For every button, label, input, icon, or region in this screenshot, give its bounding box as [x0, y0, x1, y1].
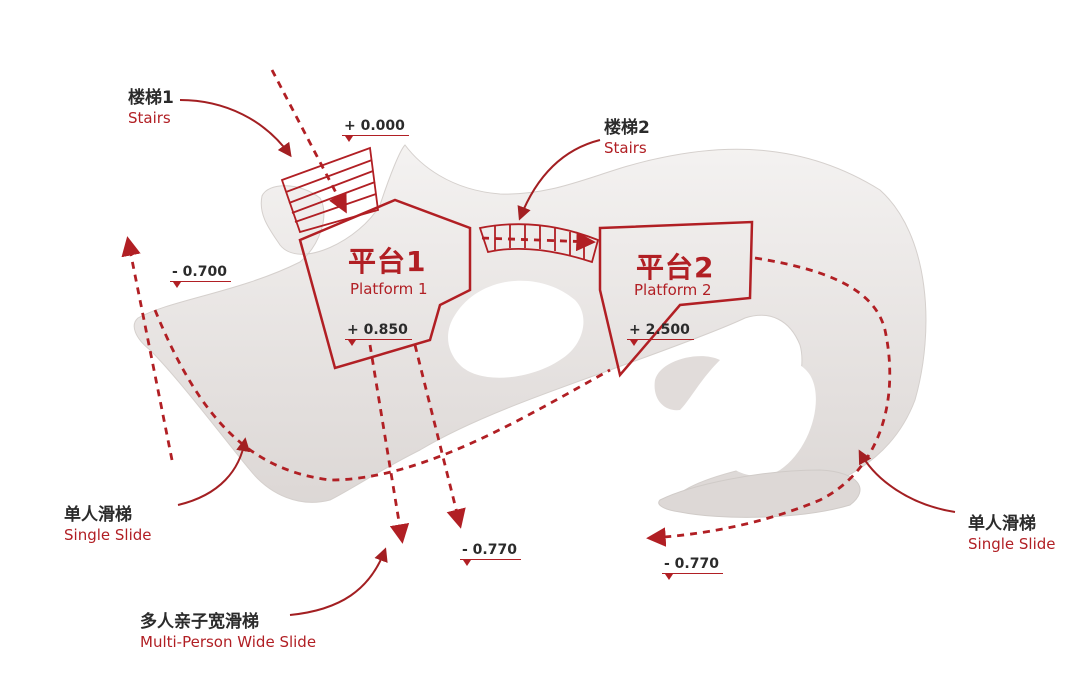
platform-2-outline: [598, 220, 754, 378]
sculpture-body: [133, 144, 927, 518]
leader-arrows: [177, 99, 956, 616]
wide-slide-label-zh: 多人亲子宽滑梯: [140, 612, 259, 632]
single-slide-right-label-zh: 单人滑梯: [968, 514, 1036, 534]
platform-2-subtitle: Platform 2: [634, 281, 712, 299]
stairs-2-label-zh: 楼梯2: [604, 118, 650, 138]
single-slide-right-label-en: Single Slide: [968, 535, 1056, 554]
single-slide-left-label-zh: 单人滑梯: [64, 505, 132, 525]
platform-2-title: 平台2: [636, 251, 715, 284]
single-slide-left-label-en: Single Slide: [64, 526, 152, 545]
circulation-paths: [121, 69, 892, 547]
stairs-1-label-en: Stairs: [128, 109, 171, 128]
stairs-1-label-zh: 楼梯1: [128, 88, 174, 108]
platform-1-subtitle: Platform 1: [350, 280, 428, 298]
elevation-platform-1: + 0.850: [345, 322, 412, 346]
wide-slide-label-en: Multi-Person Wide Slide: [140, 633, 317, 652]
elevation-bottom-right: - 0.770: [662, 556, 723, 580]
stairs-2-label: 楼梯2 Stairs: [604, 118, 650, 158]
elevation-left: - 0.700: [170, 264, 231, 288]
elevation-bottom-mid: - 0.770: [460, 542, 521, 566]
elevation-top: + 0.000: [342, 118, 409, 142]
single-slide-right-label: 单人滑梯 Single Slide: [968, 514, 1056, 554]
platform-1-outline: [298, 198, 472, 370]
wide-slide-label: 多人亲子宽滑梯 Multi-Person Wide Slide: [140, 612, 316, 652]
single-slide-left-label: 单人滑梯 Single Slide: [64, 505, 152, 545]
stairs-2-label-en: Stairs: [604, 139, 647, 158]
platform-1-title: 平台1: [348, 245, 427, 278]
elevation-platform-2: + 2.500: [627, 322, 694, 346]
stairs-1-label: 楼梯1 Stairs: [128, 88, 174, 128]
